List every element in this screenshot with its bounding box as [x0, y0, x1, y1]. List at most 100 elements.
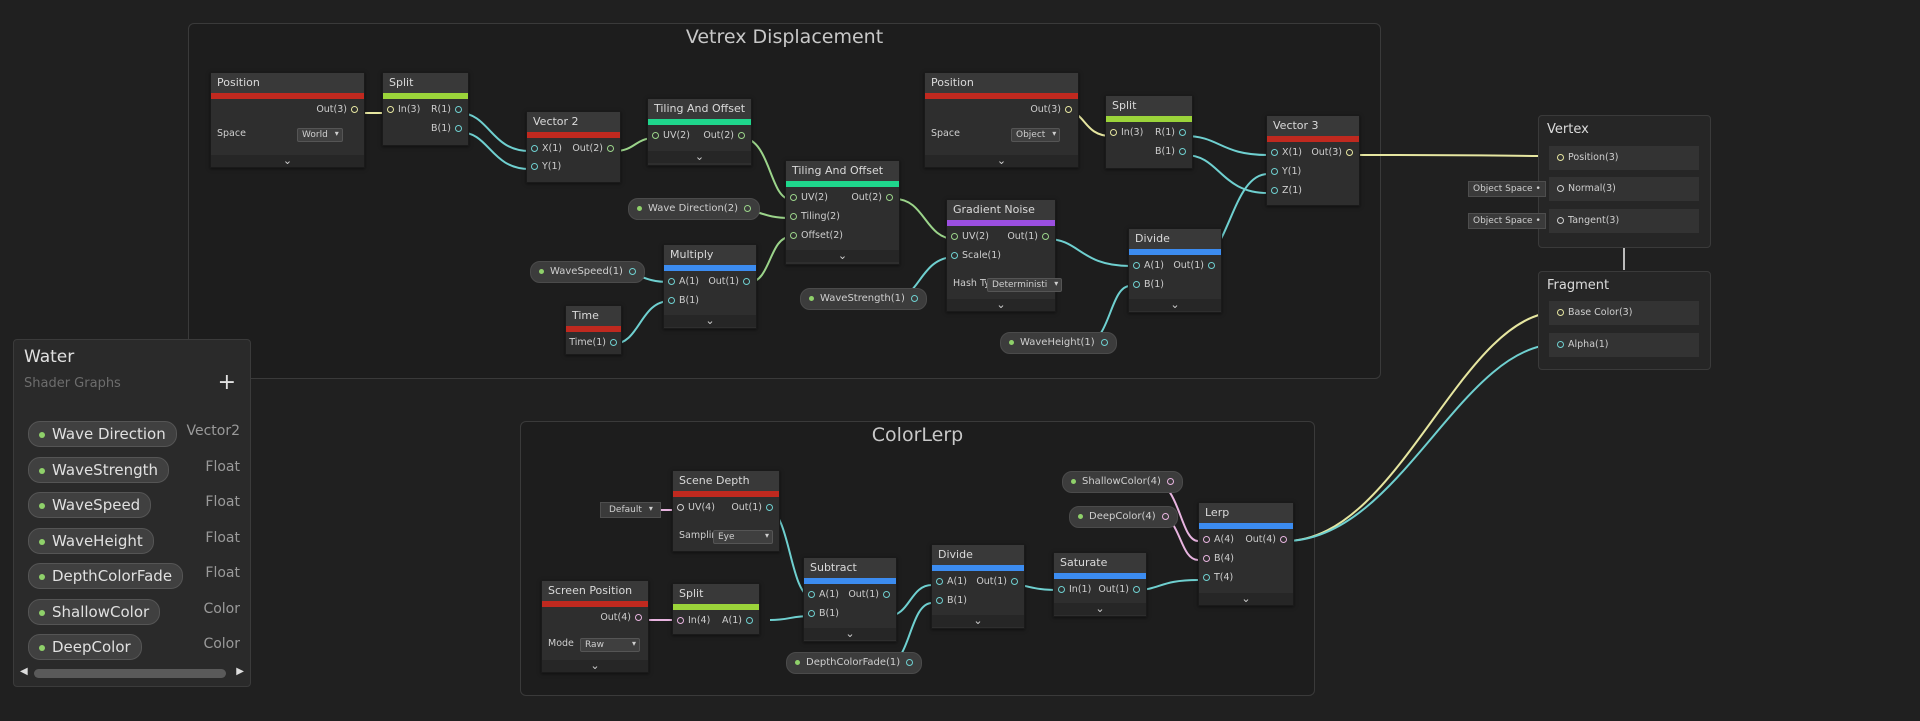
- port-dot[interactable]: [1557, 341, 1564, 348]
- slot-position[interactable]: Position(3): [1549, 146, 1699, 170]
- input-port[interactable]: In(4): [673, 614, 710, 628]
- mode-dropdown[interactable]: Raw: [580, 638, 640, 652]
- port-dot[interactable]: [1100, 338, 1108, 346]
- input-port-b[interactable]: B(1): [1129, 278, 1164, 292]
- collapse-chevron-icon[interactable]: ⌄: [542, 660, 648, 672]
- port-dot[interactable]: [1058, 586, 1065, 593]
- port-dot[interactable]: [635, 614, 642, 621]
- collapse-chevron-icon[interactable]: ⌄: [1199, 593, 1293, 605]
- space-dropdown[interactable]: Object: [1011, 128, 1061, 142]
- add-property-button[interactable]: +: [217, 370, 236, 395]
- input-port-tiling[interactable]: Tiling(2): [786, 210, 840, 224]
- port-dot[interactable]: [351, 106, 358, 113]
- port-dot[interactable]: [1557, 154, 1564, 161]
- port-dot[interactable]: [1557, 217, 1564, 224]
- input-port-b[interactable]: B(1): [804, 607, 839, 621]
- property-pill[interactable]: WaveStrength: [28, 457, 170, 483]
- output-port-a[interactable]: A(1): [722, 614, 757, 628]
- input-port-b[interactable]: B(1): [932, 594, 967, 608]
- port-dot[interactable]: [951, 252, 958, 259]
- port-dot[interactable]: [1065, 106, 1072, 113]
- port-dot[interactable]: [668, 278, 675, 285]
- split-node-2[interactable]: Split In(3) R(1) B(1): [1105, 95, 1193, 169]
- output-port-r[interactable]: R(1): [431, 103, 466, 117]
- output-port-b[interactable]: B(1): [1155, 145, 1190, 159]
- collapse-chevron-icon[interactable]: ⌄: [925, 155, 1078, 167]
- property-pill[interactable]: WaveSpeed: [28, 492, 152, 518]
- input-port[interactable]: In(3): [383, 103, 420, 117]
- output-port[interactable]: Out(1): [848, 588, 894, 602]
- port-dot[interactable]: [1161, 512, 1169, 520]
- input-port-a[interactable]: A(1): [804, 588, 839, 602]
- scene-depth-node[interactable]: Scene Depth UV(4) Out(1) Samplin Eye: [672, 470, 780, 552]
- port-dot[interactable]: [387, 106, 394, 113]
- collapse-chevron-icon[interactable]: ⌄: [211, 155, 364, 167]
- tiling-offset-node-2[interactable]: Tiling And Offset UV(2) Tiling(2) Offset…: [785, 160, 900, 265]
- space-dropdown[interactable]: World: [297, 128, 343, 142]
- port-dot[interactable]: [808, 591, 815, 598]
- output-port[interactable]: Out(1): [1098, 583, 1144, 597]
- property-node-wave-direction[interactable]: Wave Direction(2): [628, 198, 760, 220]
- position-node[interactable]: Position Out(3) Space World ⌄: [210, 72, 365, 168]
- slot-base-color[interactable]: Base Color(3): [1549, 301, 1699, 325]
- input-port-x[interactable]: X(1): [1267, 146, 1302, 160]
- input-port-uv[interactable]: UV(2): [786, 191, 828, 205]
- property-node-deep-color[interactable]: DeepColor(4): [1069, 506, 1178, 528]
- port-dot[interactable]: [1179, 148, 1186, 155]
- port-dot[interactable]: [455, 106, 462, 113]
- input-port-a[interactable]: A(1): [664, 275, 699, 289]
- collapse-chevron-icon[interactable]: ⌄: [648, 151, 751, 163]
- port-dot[interactable]: [610, 339, 617, 346]
- port-dot[interactable]: [1208, 262, 1215, 269]
- output-port[interactable]: Time(1): [569, 336, 621, 350]
- port-dot[interactable]: [1179, 129, 1186, 136]
- port-dot[interactable]: [1011, 578, 1018, 585]
- property-node-wave-speed[interactable]: WaveSpeed(1): [530, 261, 645, 283]
- port-dot[interactable]: [1203, 574, 1210, 581]
- tiling-offset-node[interactable]: Tiling And Offset UV(2) Out(2) ⌄: [647, 98, 752, 166]
- port-dot[interactable]: [607, 145, 614, 152]
- screen-position-node[interactable]: Screen Position Out(4) Mode Raw ⌄: [541, 580, 649, 673]
- output-port[interactable]: Out(3): [1030, 103, 1076, 117]
- output-port[interactable]: Out(3): [316, 103, 362, 117]
- split-node[interactable]: Split In(3) R(1) B(1): [382, 72, 469, 146]
- port-dot[interactable]: [677, 504, 684, 511]
- port-dot[interactable]: [1271, 149, 1278, 156]
- property-node-wave-strength[interactable]: WaveStrength(1): [800, 288, 927, 310]
- uv-dropdown[interactable]: Default: [605, 503, 656, 516]
- port-dot[interactable]: [883, 591, 890, 598]
- port-dot[interactable]: [1271, 187, 1278, 194]
- fragment-block[interactable]: Fragment Base Color(3) Alpha(1): [1538, 271, 1711, 370]
- output-port[interactable]: Out(1): [1007, 230, 1053, 244]
- port-dot[interactable]: [790, 232, 797, 239]
- input-port-a[interactable]: A(1): [1129, 259, 1164, 273]
- port-dot[interactable]: [1280, 536, 1287, 543]
- vector2-node[interactable]: Vector 2 X(1) Y(1) Out(2): [526, 111, 621, 183]
- output-port[interactable]: Out(1): [708, 275, 754, 289]
- port-dot[interactable]: [628, 267, 636, 275]
- input-port-y[interactable]: Y(1): [1267, 165, 1301, 179]
- output-port[interactable]: Out(4): [1245, 533, 1291, 547]
- input-port-z[interactable]: Z(1): [1267, 184, 1302, 198]
- slot-tangent[interactable]: Tangent(3): [1549, 209, 1699, 233]
- output-port-b[interactable]: B(1): [431, 122, 466, 136]
- collapse-chevron-icon[interactable]: ⌄: [786, 250, 899, 262]
- divide-node[interactable]: Divide A(1) B(1) Out(1) ⌄: [1128, 228, 1222, 313]
- output-port[interactable]: Out(1): [731, 501, 777, 515]
- vertex-block[interactable]: Vertex Position(3) Normal(3) Tangent(3): [1538, 115, 1711, 248]
- port-dot[interactable]: [951, 233, 958, 240]
- input-port-x[interactable]: X(1): [527, 142, 562, 156]
- output-port[interactable]: Out(1): [1173, 259, 1219, 273]
- port-dot[interactable]: [1133, 586, 1140, 593]
- port-dot[interactable]: [1042, 233, 1049, 240]
- collapse-chevron-icon[interactable]: ⌄: [1054, 603, 1146, 615]
- port-dot[interactable]: [743, 204, 751, 212]
- input-port-uv[interactable]: UV(2): [648, 129, 690, 143]
- port-dot[interactable]: [1271, 168, 1278, 175]
